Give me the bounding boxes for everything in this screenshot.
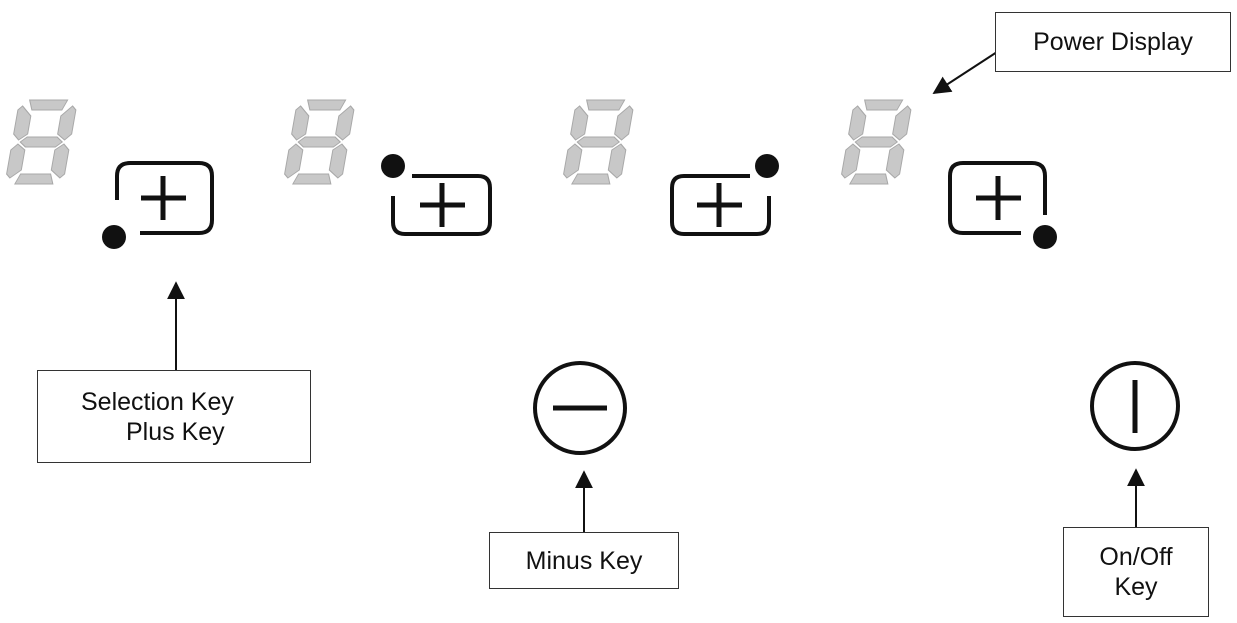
power-display-3 <box>561 99 636 185</box>
power-display-4 <box>839 99 914 185</box>
selection-key-label-line2: Plus Key <box>126 417 225 446</box>
minus-key-label: Minus Key <box>489 532 679 589</box>
plus-key-icon <box>420 183 465 227</box>
zone-indicator-dot <box>755 154 779 178</box>
on-off-key[interactable] <box>1090 361 1180 451</box>
zone-indicator-dot <box>102 225 126 249</box>
power-display-arrow <box>932 51 998 94</box>
power-display-label-text: Power Display <box>1033 28 1193 56</box>
power-display-1 <box>4 99 79 185</box>
on-off-key-label-line1: On/Off <box>1099 543 1173 571</box>
on-off-key-label-line2: Key <box>1114 573 1158 601</box>
minus-key-label-text: Minus Key <box>525 546 643 575</box>
plus-key-3[interactable] <box>670 154 779 236</box>
plus-key-1[interactable] <box>102 161 214 249</box>
selection-key-label-line1: Selection Key <box>81 387 234 416</box>
zone-indicator-dot <box>381 154 405 178</box>
zone-indicator-dot <box>1033 225 1057 249</box>
power-display-2 <box>282 99 357 185</box>
plus-key-4[interactable] <box>948 161 1057 249</box>
minus-key[interactable] <box>533 361 627 455</box>
plus-key-2[interactable] <box>381 154 492 236</box>
selection-key-label: Selection Key Plus Key <box>37 370 311 463</box>
plus-key-icon <box>697 183 742 227</box>
on-off-key-label: On/Off Key <box>1063 527 1209 617</box>
plus-key-icon <box>976 176 1021 220</box>
power-display-label: Power Display <box>995 12 1231 72</box>
plus-key-icon <box>141 176 186 220</box>
